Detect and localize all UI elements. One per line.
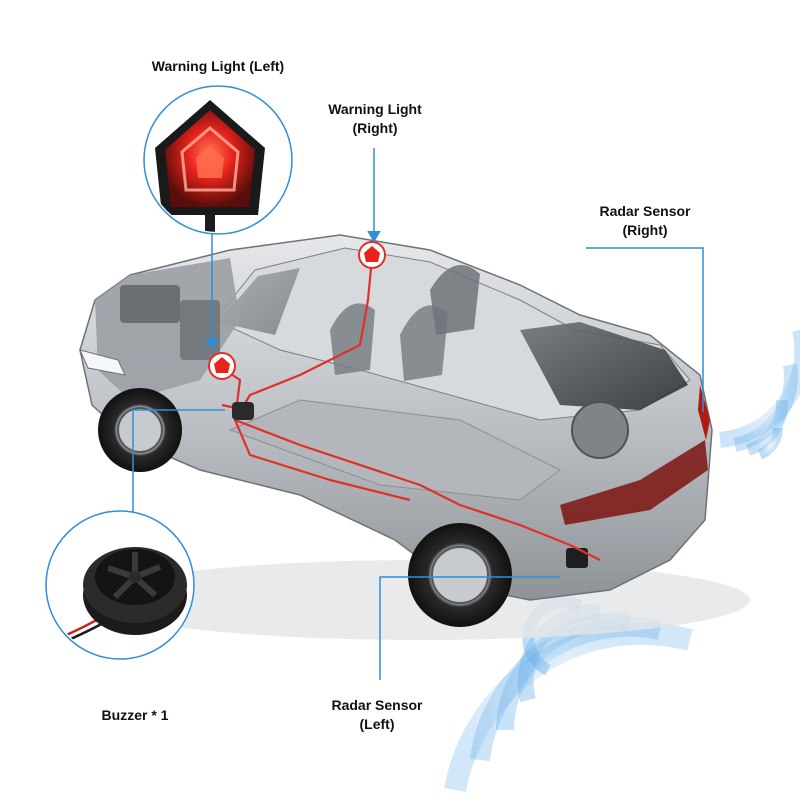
buzzer-callout xyxy=(45,510,195,660)
label-warning-light-right-line2: (Right) xyxy=(352,120,398,136)
radar-wave-right xyxy=(719,330,800,460)
wiring-harness xyxy=(221,257,601,561)
label-buzzer-text: Buzzer * 1 xyxy=(101,707,169,723)
warning-marker-right xyxy=(358,241,386,269)
label-radar-sensor-left-line1: Radar Sensor xyxy=(331,697,423,713)
label-radar-sensor-left: Radar Sensor (Left) xyxy=(302,696,452,734)
label-radar-sensor-right-line1: Radar Sensor xyxy=(599,203,691,219)
warning-marker-left xyxy=(208,352,236,380)
label-radar-sensor-right: Radar Sensor (Right) xyxy=(570,202,720,240)
car-illustration xyxy=(79,234,750,640)
label-warning-light-right-line1: Warning Light xyxy=(328,101,422,117)
label-warning-light-left-text: Warning Light (Left) xyxy=(151,58,285,74)
label-buzzer: Buzzer * 1 xyxy=(60,706,210,725)
label-radar-sensor-right-line2: (Right) xyxy=(622,222,668,238)
warning-light-left-callout xyxy=(143,85,293,235)
label-warning-light-left: Warning Light (Left) xyxy=(118,57,318,76)
callout-lines xyxy=(132,148,704,680)
label-warning-light-right: Warning Light (Right) xyxy=(300,100,450,138)
label-radar-sensor-left-line2: (Left) xyxy=(359,716,395,732)
buzzer-mount xyxy=(232,402,254,420)
